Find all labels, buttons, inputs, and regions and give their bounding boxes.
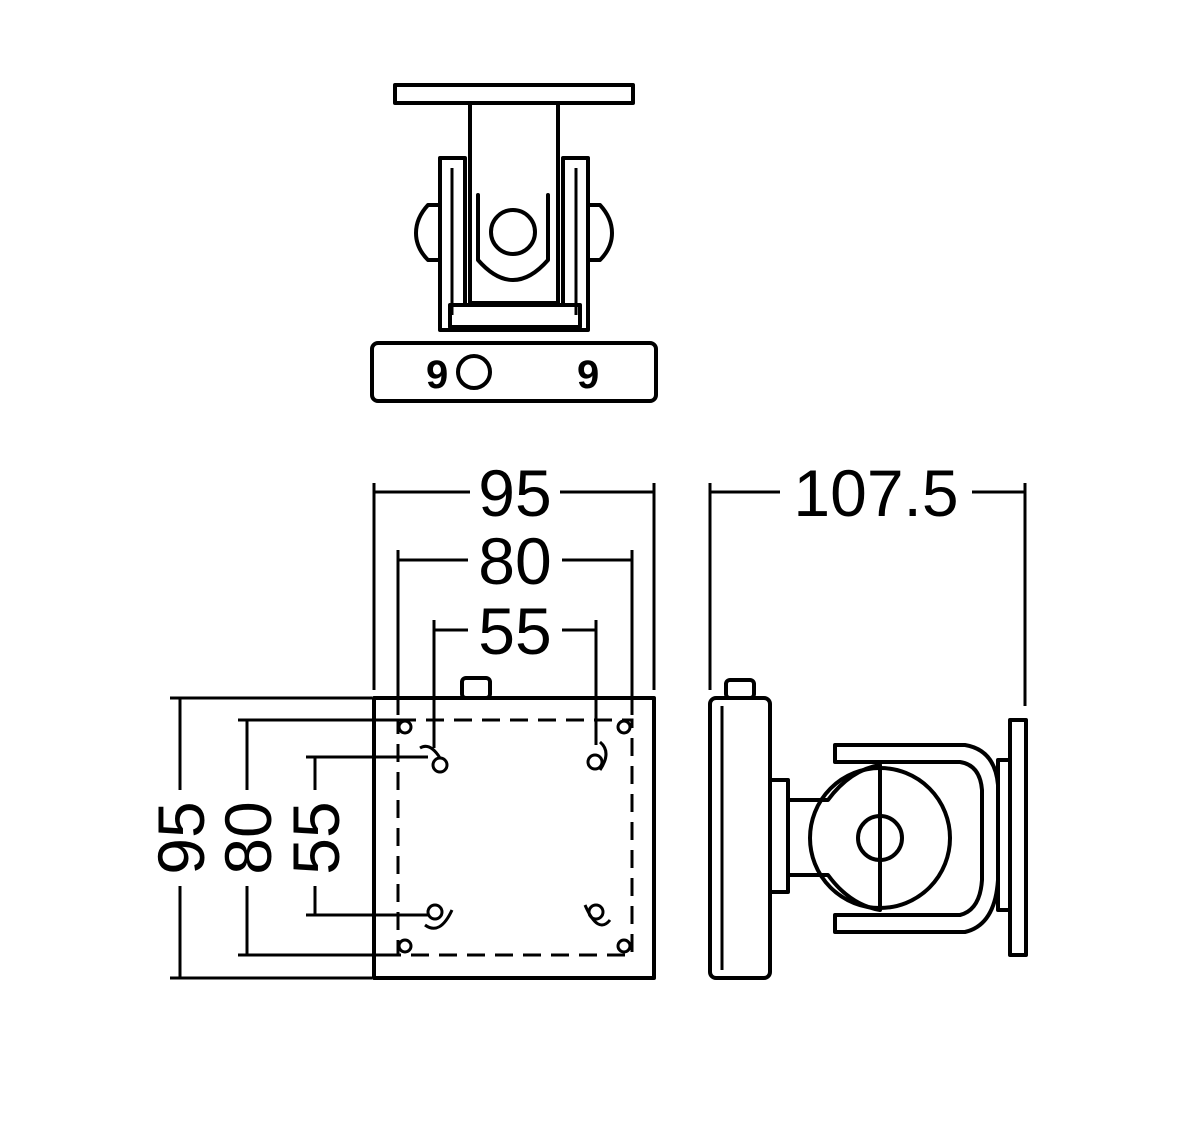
top-base-hole	[456, 354, 492, 390]
top-ear-right	[586, 203, 614, 262]
hole-80-bottom-left	[397, 938, 413, 954]
top-base-block	[370, 341, 658, 403]
top-screw-right-icon: 9	[577, 353, 599, 397]
hole-55-bottom-left	[426, 903, 444, 921]
side-yoke	[833, 743, 1000, 934]
side-pivot-disc	[808, 766, 952, 910]
top-yoke-bar	[448, 303, 582, 329]
slot-top-left	[419, 744, 442, 759]
slot-bottom-right	[583, 904, 612, 927]
top-ear-left	[414, 203, 442, 262]
side-pivot-hole	[856, 814, 904, 862]
side-hinge-flange	[768, 778, 790, 894]
side-wall-plate	[1008, 718, 1028, 957]
dim-height-95: 95	[144, 801, 218, 874]
dim-height-80: 80	[211, 801, 285, 874]
side-knob	[724, 678, 756, 700]
dim-width-80: 80	[478, 524, 551, 598]
top-stem	[468, 101, 560, 305]
hole-80-bottom-right	[616, 938, 632, 954]
hole-55-top-right	[586, 753, 604, 771]
dim-height-55: 55	[279, 801, 353, 874]
hole-55-top-left	[431, 756, 449, 774]
hole-80-top-right	[616, 719, 632, 735]
dim-width-95: 95	[478, 456, 551, 530]
dim-width-55: 55	[478, 594, 551, 668]
front-plate	[372, 696, 656, 980]
side-view: 107.5	[708, 456, 1028, 980]
front-knob	[460, 676, 492, 700]
top-yoke	[438, 156, 590, 332]
top-screw-left-icon: 9	[426, 353, 448, 397]
front-view: 95 80 55 95 80 55	[144, 456, 656, 980]
hole-80-top-left	[397, 719, 413, 735]
dim-depth-107-5: 107.5	[793, 456, 958, 530]
top-pivot-hole	[489, 208, 537, 256]
side-plate	[708, 696, 772, 980]
slot-top-right	[598, 740, 608, 771]
top-pivot-lobe	[476, 193, 550, 282]
front-hole-pattern-outline	[396, 718, 634, 957]
top-view: 9 9	[370, 83, 658, 403]
top-plate	[393, 83, 635, 105]
slot-bottom-left	[424, 909, 454, 930]
